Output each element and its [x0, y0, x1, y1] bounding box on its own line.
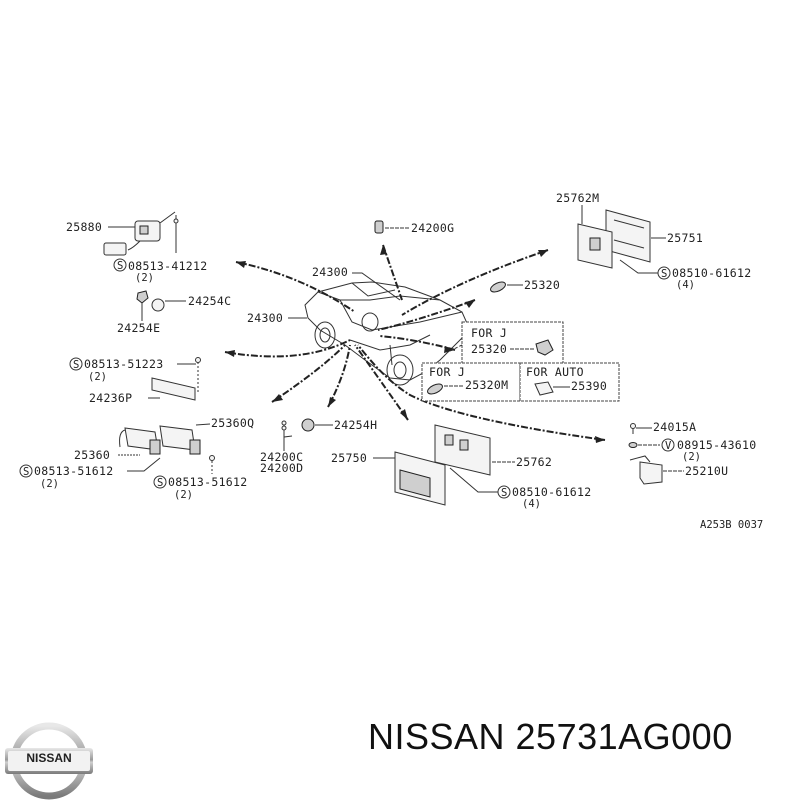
label-24200C: 24200C [260, 450, 303, 464]
nissan-logo: NISSAN [2, 722, 96, 800]
qty-08513-51612-b: (2) [174, 489, 193, 501]
part-24254-group: 24254C 24254E [117, 290, 231, 335]
label-08513-51612-a: 08513-51612 [34, 464, 113, 478]
nissan-logo-icon [5, 722, 93, 800]
label-08513-41212: 08513-41212 [128, 259, 207, 273]
harness-arrows [224, 244, 606, 443]
s-symbol: S [157, 477, 163, 489]
label-25750: 25750 [331, 451, 367, 465]
harness-line [271, 344, 346, 403]
part-25762M-group: 25762M 25751 S 08510-61612 (4) [556, 191, 751, 291]
part-25360-group: 25360Q 25360 S 08513-51612 (2) S 08513-5… [19, 416, 254, 501]
label-25762M: 25762M [556, 191, 599, 205]
label-25320: 25320 [524, 278, 560, 292]
label-08513-51612-b: 08513-51612 [168, 475, 247, 489]
label-24254E: 24254E [117, 321, 160, 335]
qty-08513-41212: (2) [135, 272, 154, 284]
harness-line [382, 244, 403, 301]
part-24300-group: 24300 24300 [247, 265, 401, 325]
label-25320M: 25320M [465, 378, 508, 392]
part-25750-group: 25750 25762 S 08510-61612 (4) [331, 424, 591, 510]
drawing-reference-code: A253B 0037 [700, 519, 763, 531]
label-24200D: 24200D [260, 461, 303, 475]
label-for-j-1: FOR J [471, 326, 507, 340]
part-25210U-group: 24015A V 08915-43610 (2) 25210U [628, 420, 756, 485]
part-24236P-group: S 08513-51223 (2) 24236P [69, 357, 201, 405]
harness-line [357, 344, 606, 441]
label-08510-61612-b: 08510-61612 [512, 485, 591, 499]
qty-08915-43610: (2) [682, 451, 701, 463]
label-24300-left: 24300 [247, 311, 283, 325]
harness-line [235, 261, 356, 313]
harness-line [377, 299, 476, 331]
label-25880: 25880 [66, 220, 102, 234]
label-25210U: 25210U [685, 464, 728, 478]
qty-08510-61612-b: (4) [522, 498, 541, 510]
s-symbol: S [73, 359, 79, 371]
label-08510-61612-a: 08510-61612 [672, 266, 751, 280]
label-24300-top: 24300 [312, 265, 348, 279]
label-25751: 25751 [667, 231, 703, 245]
label-25762: 25762 [516, 455, 552, 469]
s-symbol: S [117, 260, 123, 272]
qty-08513-51612-a: (2) [40, 478, 59, 490]
part-title: NISSAN 25731AG000 [368, 716, 733, 757]
harness-line [224, 339, 351, 358]
label-25320-j: 25320 [471, 342, 507, 356]
part-25320-group: 25320 [490, 278, 560, 293]
part-24200G-group: 24200G [374, 220, 454, 235]
variant-boxes: FOR J 25320 FOR J 25320M FOR AUTO 25390 [421, 321, 620, 402]
qty-08513-51223: (2) [88, 371, 107, 383]
label-08915-43610: 08915-43610 [677, 438, 756, 452]
car-outline [304, 281, 471, 386]
label-24200G: 24200G [411, 221, 454, 235]
label-24015A: 24015A [653, 420, 696, 434]
s-symbol: S [661, 268, 667, 280]
harness-line [401, 249, 549, 316]
part-24200CD-group: 24200C 24200D 24254H [260, 418, 377, 475]
label-for-j-2: FOR J [429, 365, 465, 379]
logo-text: NISSAN [26, 751, 72, 765]
label-24254C: 24254C [188, 294, 231, 308]
label-25360Q: 25360Q [211, 416, 254, 430]
s-symbol: S [23, 466, 29, 478]
label-24254H: 24254H [334, 418, 377, 432]
label-08513-51223: 08513-51223 [84, 357, 163, 371]
label-for-auto: FOR AUTO [526, 365, 584, 379]
part-25880-group: 25880 S 08513-41212 (2) [66, 211, 207, 284]
v-symbol: V [665, 440, 672, 452]
label-25390: 25390 [571, 379, 607, 393]
harness-line [354, 344, 409, 421]
label-25360: 25360 [74, 448, 110, 462]
qty-08510-61612-a: (4) [676, 279, 695, 291]
label-24236P: 24236P [89, 391, 132, 405]
s-symbol: S [501, 487, 507, 499]
